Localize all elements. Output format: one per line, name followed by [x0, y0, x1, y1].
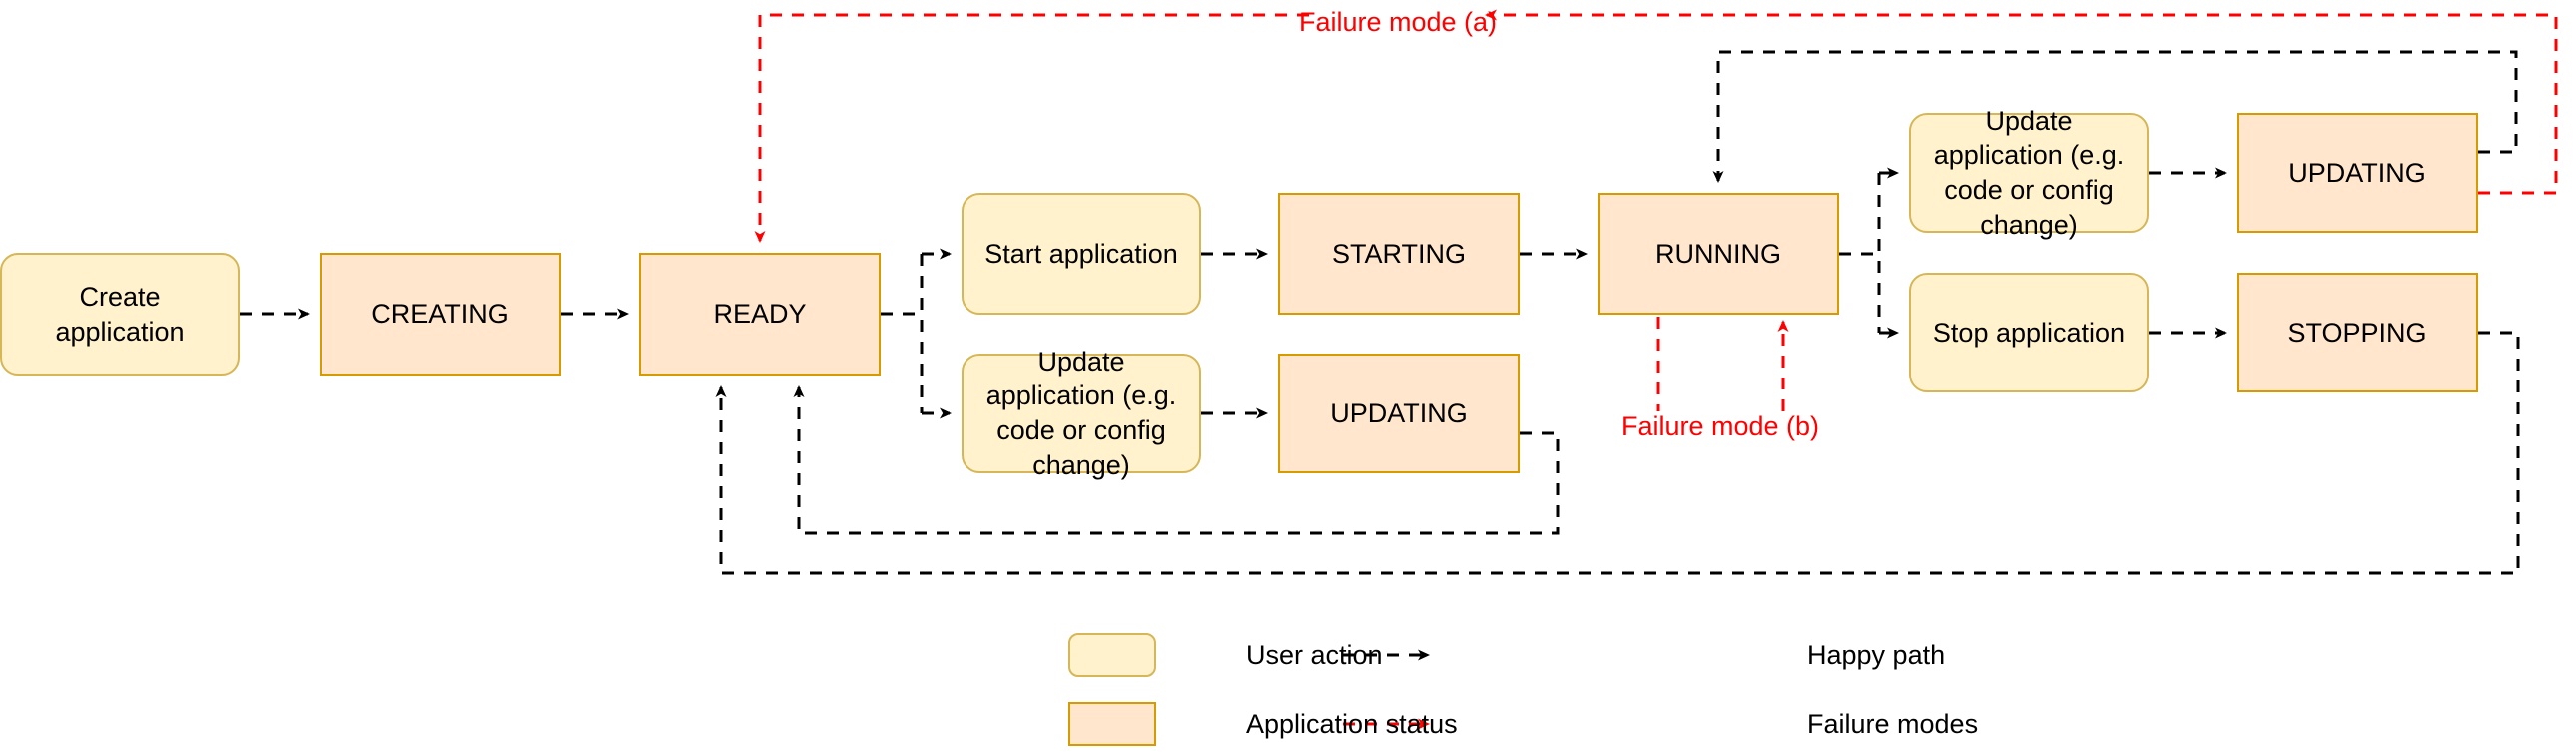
node-update-application-right[interactable]: Update application (e.g. code or config … [1909, 106, 2149, 240]
node-label: Update application (e.g. code or config … [985, 346, 1177, 480]
failure-mode-b-label: Failure mode (b) [1621, 411, 1819, 441]
node-update-application-left[interactable]: Update application (e.g. code or config … [962, 347, 1201, 480]
node-ready[interactable]: READY [639, 253, 881, 376]
legend-swatch-application-status [1068, 702, 1156, 746]
failure-mode-a-label: Failure mode (a) [1299, 7, 1497, 37]
edge-failure-mode-a-tail [754, 13, 1309, 243]
edge-updating-right-to-running [1712, 50, 2518, 183]
node-label: UPDATING [2288, 157, 2426, 188]
node-label: CREATING [371, 299, 509, 330]
edge-stopping-to-ready [715, 331, 2520, 575]
node-creating[interactable]: CREATING [320, 253, 561, 376]
node-label: Start application [984, 238, 1178, 269]
node-running[interactable]: RUNNING [1598, 193, 1839, 315]
node-label: RUNNING [1655, 238, 1781, 269]
node-start-application[interactable]: Start application [962, 193, 1201, 315]
legend-label-happy-path: Happy path [1807, 640, 1946, 670]
legend-swatch-user-action [1068, 633, 1156, 677]
node-label: Create application [55, 281, 185, 347]
node-create-application[interactable]: Create application [0, 253, 240, 376]
node-label: STARTING [1331, 238, 1466, 269]
node-updating-left[interactable]: UPDATING [1278, 354, 1520, 473]
node-starting[interactable]: STARTING [1278, 193, 1520, 315]
node-updating-right[interactable]: UPDATING [2237, 113, 2478, 233]
node-label: Stop application [1932, 317, 2126, 348]
node-stopping[interactable]: STOPPING [2237, 273, 2478, 392]
legend-label-application-status: Application status [1246, 709, 1458, 739]
node-label: Update application (e.g. code or config … [1933, 105, 2125, 240]
legend-label-failure-modes: Failure modes [1807, 709, 1979, 739]
node-label: READY [713, 299, 807, 330]
node-label: STOPPING [2287, 317, 2427, 348]
edge-updating-left-to-ready [793, 385, 1560, 535]
node-stop-application[interactable]: Stop application [1909, 273, 2149, 392]
node-label: UPDATING [1330, 397, 1468, 428]
legend-label-user-action: User action [1246, 640, 1383, 670]
